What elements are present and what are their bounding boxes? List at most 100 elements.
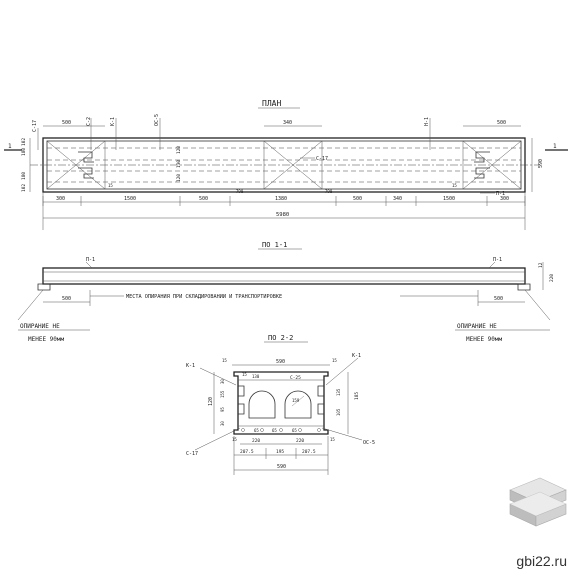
section-2-2-bottom-row-1: 207.5 (240, 449, 254, 455)
section-1-1-support-right-leader (524, 289, 551, 321)
section-2-2-bottom-row-2: 195 (276, 449, 284, 455)
plan-dim-row-2: 1500 (124, 196, 136, 202)
plan-right-loop-top (474, 151, 490, 163)
section-1-1-note: МЕСТА ОПИРАНИЯ ПРИ СКЛАДИРОВАНИИ И ТРАНС… (126, 294, 282, 300)
section-1-1-support-left-line1: ОПИРАНИЕ НЕ (20, 323, 60, 330)
plan-dim-row-8: 300 (500, 196, 509, 202)
plan-dim-inner-3: 790 (325, 189, 333, 194)
plan-dim-row-4: 1380 (275, 196, 287, 202)
section-2-2-bottom-mid-1: 220 (252, 438, 260, 444)
plan-callout-c17: С-17 (316, 156, 328, 162)
section-2-2-bottom-mid-2: 220 (296, 438, 304, 444)
section-1-1-support-right (517, 283, 531, 291)
section-1-1-support-right-line2: МЕНЕЕ 90мм (466, 336, 503, 343)
watermark-text[interactable]: gbi22.ru (516, 553, 567, 569)
plan-dim-mid-2: 130 (176, 160, 182, 168)
section-1-1-p1-right-leader (488, 261, 496, 269)
section-2-2-bottom-row-3: 207.5 (302, 449, 316, 455)
section-marker-right-label: 1 (553, 143, 557, 150)
section-2-2-circle-dim: 159 (292, 398, 300, 403)
plan-dim-total: 5980 (276, 212, 289, 218)
section-2-2-label-k1-left: К-1 (186, 363, 195, 369)
section-2-2-rebar-4 (298, 428, 302, 432)
section-2-2-leader-os5 (321, 427, 363, 441)
section-2-2-top-small-3: 130 (252, 374, 260, 379)
section-2-2-label-os5: ОС-5 (363, 440, 375, 446)
plan-dim-left-2: 180 (21, 148, 27, 156)
plan-right-diag-2 (462, 140, 522, 190)
plan-right-loop-bottom (474, 167, 490, 179)
section-2-2-total: 590 (277, 464, 286, 470)
section-2-2-core-left (248, 390, 276, 419)
plan-dim-row-6: 340 (393, 196, 402, 202)
plan-dim-width: 590 (538, 159, 544, 168)
section-1-1-dim-500-right: 500 (494, 296, 503, 302)
section-1-1-title: ПО 1-1 (262, 241, 287, 249)
section-2-2-bottom-inner-2: 65 (254, 428, 259, 433)
plan-center-zone (263, 140, 323, 190)
plan-label-os5: ОС-5 (154, 114, 160, 126)
plan-left-loop-top (78, 151, 94, 163)
plan-dim-inner-1: 15 (108, 183, 113, 188)
plan-dim-left-4: 102 (21, 184, 27, 192)
plan-label-c2: С-2 (86, 117, 92, 126)
plan-dim-inner-4: 15 (452, 183, 457, 188)
plan-right-end-zone (462, 140, 522, 190)
plan-dim-top-right: 500 (497, 120, 506, 126)
section-2-2-leader-c17 (194, 427, 241, 451)
section-1-1-support-left (37, 283, 51, 291)
section-2-2-bottom-inner-5: 15 (330, 437, 335, 442)
logo-icon (509, 477, 567, 527)
section-2-2-leader-k1-right (325, 357, 359, 386)
section-2-2-right-dim-2: 185 (354, 392, 360, 400)
section-2-2-rebar-2 (260, 428, 264, 432)
plan-center-diag-2 (263, 140, 323, 190)
section-marker-left-label: 1 (8, 143, 12, 150)
plan-callout-p1: П-1 (496, 191, 505, 197)
section-2-2-top-small-2: 15 (332, 358, 337, 363)
section-1-1-dim-220: 220 (549, 274, 555, 282)
plan-dim-row-1: 300 (56, 196, 65, 202)
section-2-2-left-dim-3: 155 (220, 390, 225, 398)
section-1-1-support-left-line2: МЕНЕЕ 90мм (28, 336, 65, 343)
section-1-1-dim-12: 12 (538, 262, 544, 268)
section-1-1-label-p1-left: П-1 (86, 257, 95, 263)
plan-dim-top-left: 500 (62, 120, 71, 126)
section-2-2-rebar-3 (279, 428, 283, 432)
section-2-2-slot-right (317, 385, 324, 415)
section-2-2-bottom-inner-1: 15 (232, 437, 237, 442)
section-2-2-label-k1-right: К-1 (352, 353, 361, 359)
section-1-1-label-p1-right: П-1 (493, 257, 502, 263)
section-2-2-title: ПО 2-2 (268, 334, 293, 342)
section-2-2-left-dim-1: 120 (208, 397, 214, 406)
section-2-2-label-c25: С-25 (290, 375, 301, 381)
section-2-2-core-right (284, 390, 312, 419)
section-1-1-slab (42, 267, 526, 285)
section-2-2-left-dim-5: 30 (220, 421, 225, 426)
plan-dim-row-3: 500 (199, 196, 208, 202)
plan-dim-top-mid: 340 (283, 120, 292, 126)
plan-dim-inner-2: 790 (236, 189, 244, 194)
plan-dim-mid-3: 120 (176, 174, 182, 182)
plan-left-diag-2 (46, 140, 106, 190)
plan-left-loop-bottom (78, 167, 94, 179)
section-2-2-outline (233, 371, 329, 435)
section-2-2-rebar-5 (317, 428, 321, 432)
section-1-1-support-right-line1: ОПИРАНИЕ НЕ (457, 323, 497, 330)
plan-label-k1: К-1 (110, 117, 116, 126)
plan-title: ПЛАН (262, 99, 281, 108)
plan-label-n1: Н-1 (424, 117, 430, 126)
section-2-2-core-right-hatch (291, 395, 305, 407)
plan-dim-left-3: 180 (21, 172, 27, 180)
plan-dim-mid-1: 120 (176, 146, 182, 154)
plan-dim-left-1: 102 (21, 138, 27, 146)
section-2-2-right-dim-3: 105 (336, 408, 341, 416)
section-2-2-top-small-1: 15 (222, 358, 227, 363)
plan-dim-row-5: 500 (353, 196, 362, 202)
section-2-2-label-c17: С-17 (186, 451, 198, 457)
plan-label-c17: С-17 (32, 120, 38, 132)
section-2-2-left-dim-2: 30 (220, 379, 225, 384)
section-2-2-rebar-1 (241, 428, 245, 432)
plan-dim-row-7: 1500 (443, 196, 455, 202)
